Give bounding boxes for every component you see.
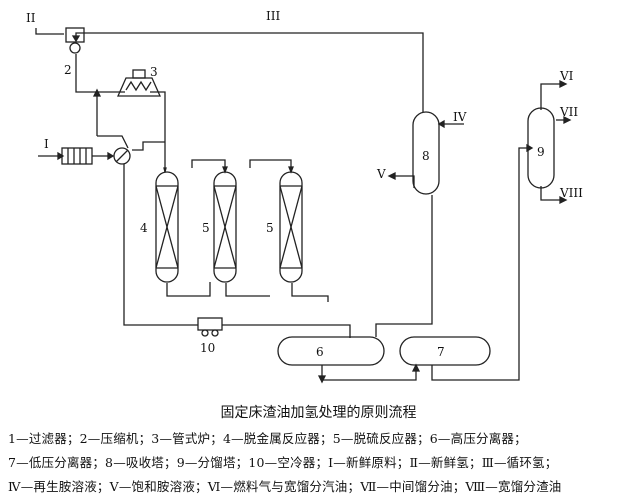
- r5b-outlet-line: [291, 283, 329, 302]
- diagram-title: 固定床渣油加氢处理的原则流程: [220, 405, 417, 421]
- compressor-outlet-line: [75, 54, 125, 93]
- compressor-number: 2: [64, 63, 72, 77]
- process-flow-diagram: 2 3 4 5 5: [26, 9, 583, 384]
- legend-line: 7—低压分离器；8—吸收塔；9—分馏塔；10—空冷器；Ⅰ—新鲜原料；Ⅱ—新鲜氢；…: [8, 455, 558, 470]
- stream-label-II: II: [26, 11, 36, 25]
- arrowhead: [317, 375, 327, 384]
- lp-to-fractionator-line: [431, 147, 530, 381]
- arrowhead: [107, 151, 115, 161]
- furnace: 3: [116, 65, 162, 97]
- stream-label-III: III: [266, 9, 280, 23]
- furnace-number: 3: [150, 65, 158, 79]
- arrowhead: [559, 195, 568, 205]
- reactor-bed-cross: [155, 185, 179, 269]
- fuel-gas-outlet-line: [540, 83, 564, 110]
- reactor-bed-cross: [279, 185, 303, 269]
- desulfurization-reactor-a: 5: [202, 171, 237, 283]
- furnace-coil: [125, 80, 152, 92]
- lp-separator-body: [399, 336, 491, 366]
- hydrogen-mix-line: [97, 135, 129, 149]
- furnace-stack: [132, 69, 146, 79]
- fresh-hydrogen-line: [35, 28, 64, 35]
- filter-body: [61, 147, 93, 165]
- arrowhead: [71, 35, 81, 43]
- heat-exchanger: [113, 147, 131, 165]
- air-cooler: 10: [197, 317, 223, 355]
- absorber-number: 8: [422, 149, 430, 163]
- arrowhead: [163, 167, 167, 173]
- demetallization-reactor: 4: [140, 171, 179, 283]
- arrowhead: [288, 166, 294, 174]
- compressor: 2: [64, 27, 85, 77]
- arrowhead: [437, 119, 445, 129]
- arrowhead: [559, 79, 568, 89]
- hp-to-lp-line: [321, 365, 417, 381]
- hp-gas-to-absorber-line: [375, 195, 433, 337]
- desulfurization-reactor-b: 5: [266, 171, 303, 283]
- exchanger-line: [132, 141, 165, 151]
- compressor-rotor: [69, 42, 81, 54]
- arrowhead: [222, 166, 228, 174]
- stream-label-VI: VI: [559, 69, 574, 83]
- fractionator: 9: [527, 107, 555, 189]
- reactor-5b-body: [279, 171, 303, 283]
- exchanger-diagonal: [115, 149, 129, 163]
- reactor-4-body: [155, 171, 179, 283]
- reactor-bed-cross: [213, 185, 237, 269]
- stream-label-I: I: [44, 137, 49, 151]
- r4-r5a-top-line: [191, 159, 226, 172]
- reactor-5b-number: 5: [266, 221, 274, 235]
- stream-label-VIII: VIII: [559, 186, 583, 200]
- low-pressure-separator: 7: [399, 336, 491, 366]
- r5a-bottom-line: [225, 283, 270, 297]
- reactor-4-number: 4: [140, 221, 148, 235]
- r5a-r5b-top-line: [249, 159, 292, 172]
- air-cooler-fan: [201, 329, 209, 337]
- lp-separator-number: 7: [437, 345, 445, 359]
- reactor-5a-body: [213, 171, 237, 283]
- fractionator-body: [527, 107, 555, 189]
- rich-amine-line: [393, 175, 415, 188]
- compressor-body: [65, 27, 85, 43]
- hp-separator-number: 6: [316, 345, 324, 359]
- absorber-body: [412, 111, 440, 195]
- hp-separator-body: [277, 336, 385, 366]
- stream-label-VII: VII: [559, 105, 578, 119]
- stream-label-V: V: [376, 167, 386, 181]
- furnace-outlet-line: [150, 91, 166, 172]
- arrowhead: [92, 88, 102, 97]
- legend-line: 1—过滤器；2—压缩机；3—管式炉；4—脱金属反应器；5—脱硫反应器；6—高压分…: [8, 431, 527, 446]
- reactor-5a-number: 5: [202, 221, 210, 235]
- high-pressure-separator: 6: [277, 336, 385, 366]
- arrowhead: [563, 115, 572, 125]
- effluent-line: [123, 162, 198, 326]
- stream-labels: II III I IV V VI VII VIII: [26, 9, 583, 200]
- r4-r5-bottom-line: [166, 282, 211, 297]
- arrowhead: [387, 171, 396, 181]
- air-cooler-body: [197, 317, 223, 331]
- air-cooler-fan: [211, 329, 219, 337]
- stream-label-IV: IV: [453, 110, 467, 124]
- furnace-body: [116, 77, 162, 97]
- residue-outlet-line: [540, 186, 564, 201]
- air-cooler-number: 10: [200, 341, 215, 355]
- recycle-hydrogen-line: [75, 32, 424, 112]
- arrowhead: [57, 151, 65, 161]
- legend-line: Ⅳ—再生胺溶液；Ⅴ—饱和胺溶液；Ⅵ—燃料气与宽馏分汽油；Ⅶ—中间馏分油；Ⅷ—宽馏…: [8, 479, 562, 494]
- piping: [35, 28, 572, 384]
- fractionator-number: 9: [537, 145, 545, 159]
- cooler-to-hp-line: [222, 324, 351, 338]
- filter: [61, 147, 93, 165]
- arrowhead: [411, 363, 421, 372]
- absorber: 8: [412, 111, 440, 195]
